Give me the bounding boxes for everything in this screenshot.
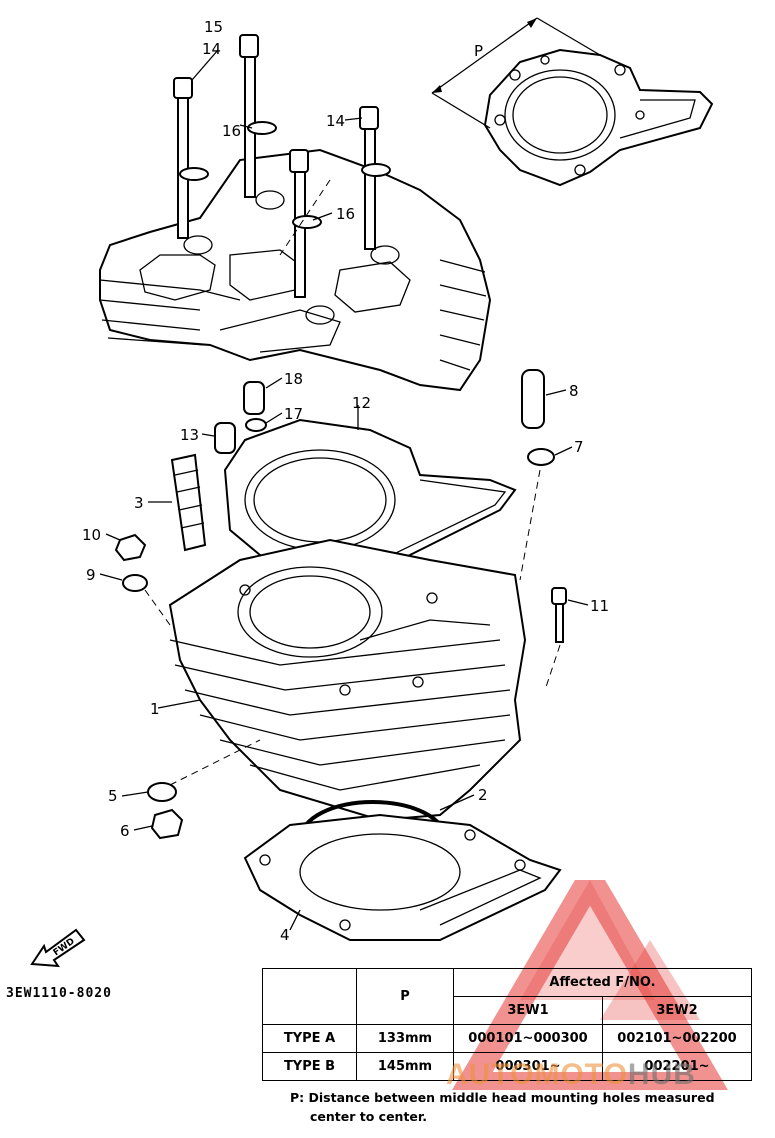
callout-14: 14 [202, 40, 221, 58]
footnote-line-2: center to center. [310, 1109, 428, 1124]
callout-10: 10 [82, 526, 101, 544]
leader-lines [99, 49, 589, 931]
callout-14: 14 [326, 112, 345, 130]
footnote-line-1: P: Distance between middle head mounting… [290, 1090, 715, 1105]
table-row: TYPE A 133mm 000101~000300 002101~002200 [262, 1024, 752, 1053]
table-header-affected: Affected F/NO. [453, 968, 752, 997]
callout-18: 18 [284, 370, 303, 388]
dowels-and-washers [214, 369, 555, 466]
table-row: TYPE B 145mm 000301~ 002201~ [262, 1052, 752, 1081]
cylinder-block [168, 538, 527, 822]
table-cell-3ew1: 000101~000300 [453, 1024, 603, 1053]
callout-11: 11 [590, 597, 609, 615]
table-cell-3ew1: 000301~ [453, 1052, 603, 1081]
callout-6: 6 [120, 822, 130, 840]
callout-1: 1 [150, 700, 160, 718]
table-header-3ew2: 3EW2 [602, 996, 752, 1025]
affected-frame-table: P Affected F/NO. 3EW1 3EW2 TYPE A 133mm … [262, 968, 752, 1081]
callout-12: 12 [352, 394, 371, 412]
table-header-3ew1: 3EW1 [453, 996, 603, 1025]
table-cell-3ew2: 002101~002200 [602, 1024, 752, 1053]
callout-7: 7 [574, 438, 584, 456]
base-gasket [243, 813, 562, 941]
assembly-lines [144, 179, 561, 786]
callout-2: 2 [478, 786, 488, 804]
table-cell-p: 145mm [356, 1052, 454, 1081]
callout-3: 3 [134, 494, 144, 512]
callout-16: 16 [222, 122, 241, 140]
washer-nut-lower [147, 782, 184, 840]
callout-13: 13 [180, 426, 199, 444]
p-dimension-line [431, 17, 601, 129]
callout-4: 4 [280, 926, 290, 944]
table-cell-type: TYPE A [262, 1024, 357, 1053]
head-gasket-top [483, 48, 714, 187]
diagram-code: 3EW1110-8020 [6, 986, 112, 1001]
table-cell-p: 133mm [356, 1024, 454, 1053]
callout-8: 8 [569, 382, 579, 400]
footnote: P: Distance between middle head mounting… [290, 1088, 750, 1126]
callout-p: P [474, 42, 483, 60]
callout-16: 16 [336, 205, 355, 223]
watermark-text: AUTOMOTOHUB [446, 1058, 696, 1092]
table-header-p: P [356, 968, 454, 1025]
table-cell-3ew2: 002201~ [602, 1052, 752, 1081]
callout-15: 15 [204, 18, 223, 36]
callout-9: 9 [86, 566, 96, 584]
forward-arrow-icon: FWD [30, 928, 86, 968]
watermark-text-part1: AUTOMOTO [446, 1058, 628, 1091]
callout-5: 5 [108, 787, 118, 805]
watermark-text-part2: HUB [627, 1058, 696, 1091]
callout-17: 17 [284, 405, 303, 423]
table-corner [262, 968, 357, 1025]
stud-nut-washer-left [114, 453, 207, 592]
bolt-11 [551, 587, 567, 643]
callouts: 15 14 16 14 16 18 17 12 13 8 7 3 10 9 11… [82, 18, 609, 944]
table-cell-type: TYPE B [262, 1052, 357, 1081]
